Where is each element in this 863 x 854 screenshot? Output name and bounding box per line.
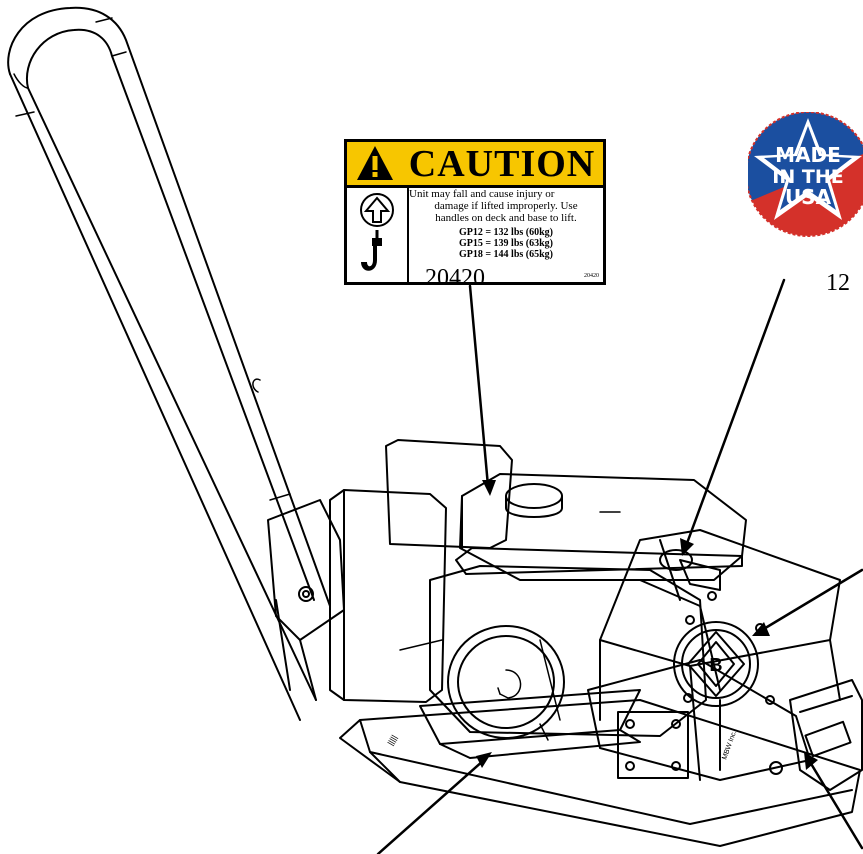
- made-in-usa-badge: MADE IN THE USA: [748, 112, 863, 237]
- base-plate: |||||: [339, 689, 861, 847]
- decal-code: 20420: [584, 273, 599, 279]
- decal-header: CAUTION: [347, 142, 603, 188]
- decal-icon-column: [347, 188, 409, 282]
- recoil-cover: [447, 625, 565, 739]
- decal-title: CAUTION: [408, 143, 596, 185]
- callout-arrows: [376, 278, 863, 854]
- badge-part-number: 12: [826, 270, 850, 296]
- decal-message-line: Unit may fall and cause injury or: [409, 188, 555, 200]
- lift-hook-icon: [361, 230, 382, 271]
- up-arrow-icon: [360, 193, 394, 227]
- badge-line: IN THE: [772, 166, 843, 188]
- decal-message-line: handles on deck and base to lift.: [435, 212, 577, 224]
- decal-spec-line: GP18 = 144 lbs (65kg): [458, 249, 554, 260]
- svg-text:|||||: |||||: [386, 734, 399, 747]
- handle-bar: [7, 6, 331, 721]
- svg-text:B: B: [710, 655, 723, 675]
- air-cleaner: [329, 439, 513, 703]
- arrowheads: [476, 480, 818, 770]
- decal-spec-line: GP15 = 139 lbs (63kg): [458, 238, 554, 249]
- warning-triangle-icon: [357, 146, 393, 180]
- badge-line: MADE: [775, 143, 841, 167]
- decal-part-number: 20420: [425, 265, 485, 291]
- svg-text:MBW Inc.: MBW Inc.: [721, 730, 738, 761]
- fuel-tank: [455, 473, 747, 581]
- decal-spec-line: GP12 = 132 lbs (60kg): [458, 227, 554, 238]
- recoil-start-icon: [499, 669, 522, 699]
- decal-message-line: damage if lifted improperly. Use: [434, 200, 578, 212]
- caution-decal: CAUTION Unit may fall and cause injury o…: [344, 139, 606, 285]
- front-lift-handle: [769, 679, 863, 791]
- exciter-housing: MBW Inc.: [587, 659, 811, 781]
- badge-line: USA: [785, 185, 832, 209]
- decal-body: Unit may fall and cause injury or damage…: [409, 188, 603, 282]
